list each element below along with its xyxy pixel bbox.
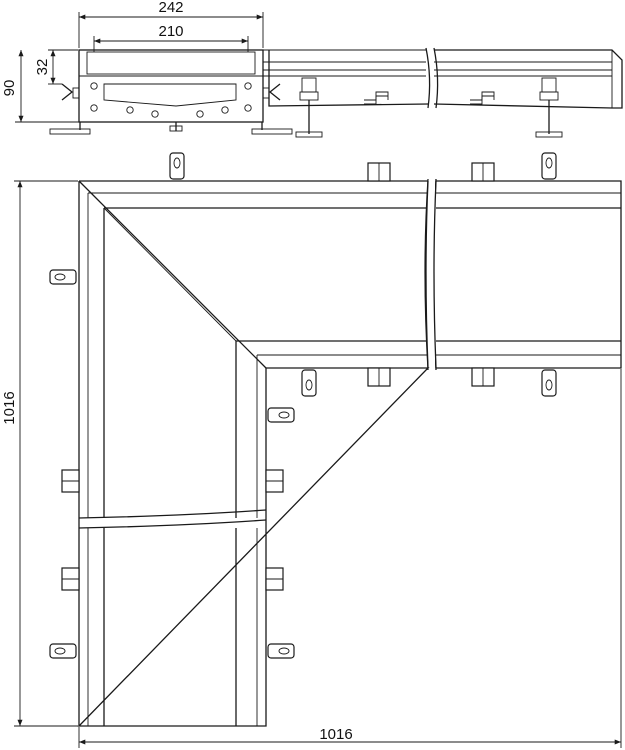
lug-left-2 [49,643,77,659]
bracket-right-2 [265,567,284,591]
dimension-242: 242 [78,0,264,48]
dim-label-32: 32 [34,59,51,76]
bracket-left-1 [61,469,80,493]
lug-top-1 [169,152,185,180]
lug-bottom-1 [301,369,317,397]
lug-right-2 [267,643,295,659]
dim-label-1016-vertical: 1016 [1,391,18,424]
dim-label-1016-horizontal: 1016 [319,726,352,743]
cross-section-view [49,47,623,138]
dim-label-242: 242 [158,0,183,16]
lug-top-2 [541,152,557,180]
bracket-top-1 [367,162,391,182]
dimension-32: 32 [34,49,78,85]
dimension-1016-horizontal: 1016 [78,369,622,748]
bracket-right-1 [265,469,284,493]
dimension-1016-vertical: 1016 [1,180,78,727]
lug-right-1 [267,407,295,423]
dimension-90: 90 [1,50,79,123]
lug-left-1 [49,269,77,285]
bracket-top-2 [471,162,495,182]
bracket-bottom-2 [471,367,495,387]
dim-label-210: 210 [158,23,183,40]
bracket-bottom-1 [367,367,391,387]
anchor-lugs [49,152,557,659]
lug-bottom-2 [541,369,557,397]
bracket-left-2 [61,567,80,591]
dim-label-90: 90 [1,80,18,97]
dimension-210: 210 [93,23,249,52]
plan-view [77,178,622,727]
